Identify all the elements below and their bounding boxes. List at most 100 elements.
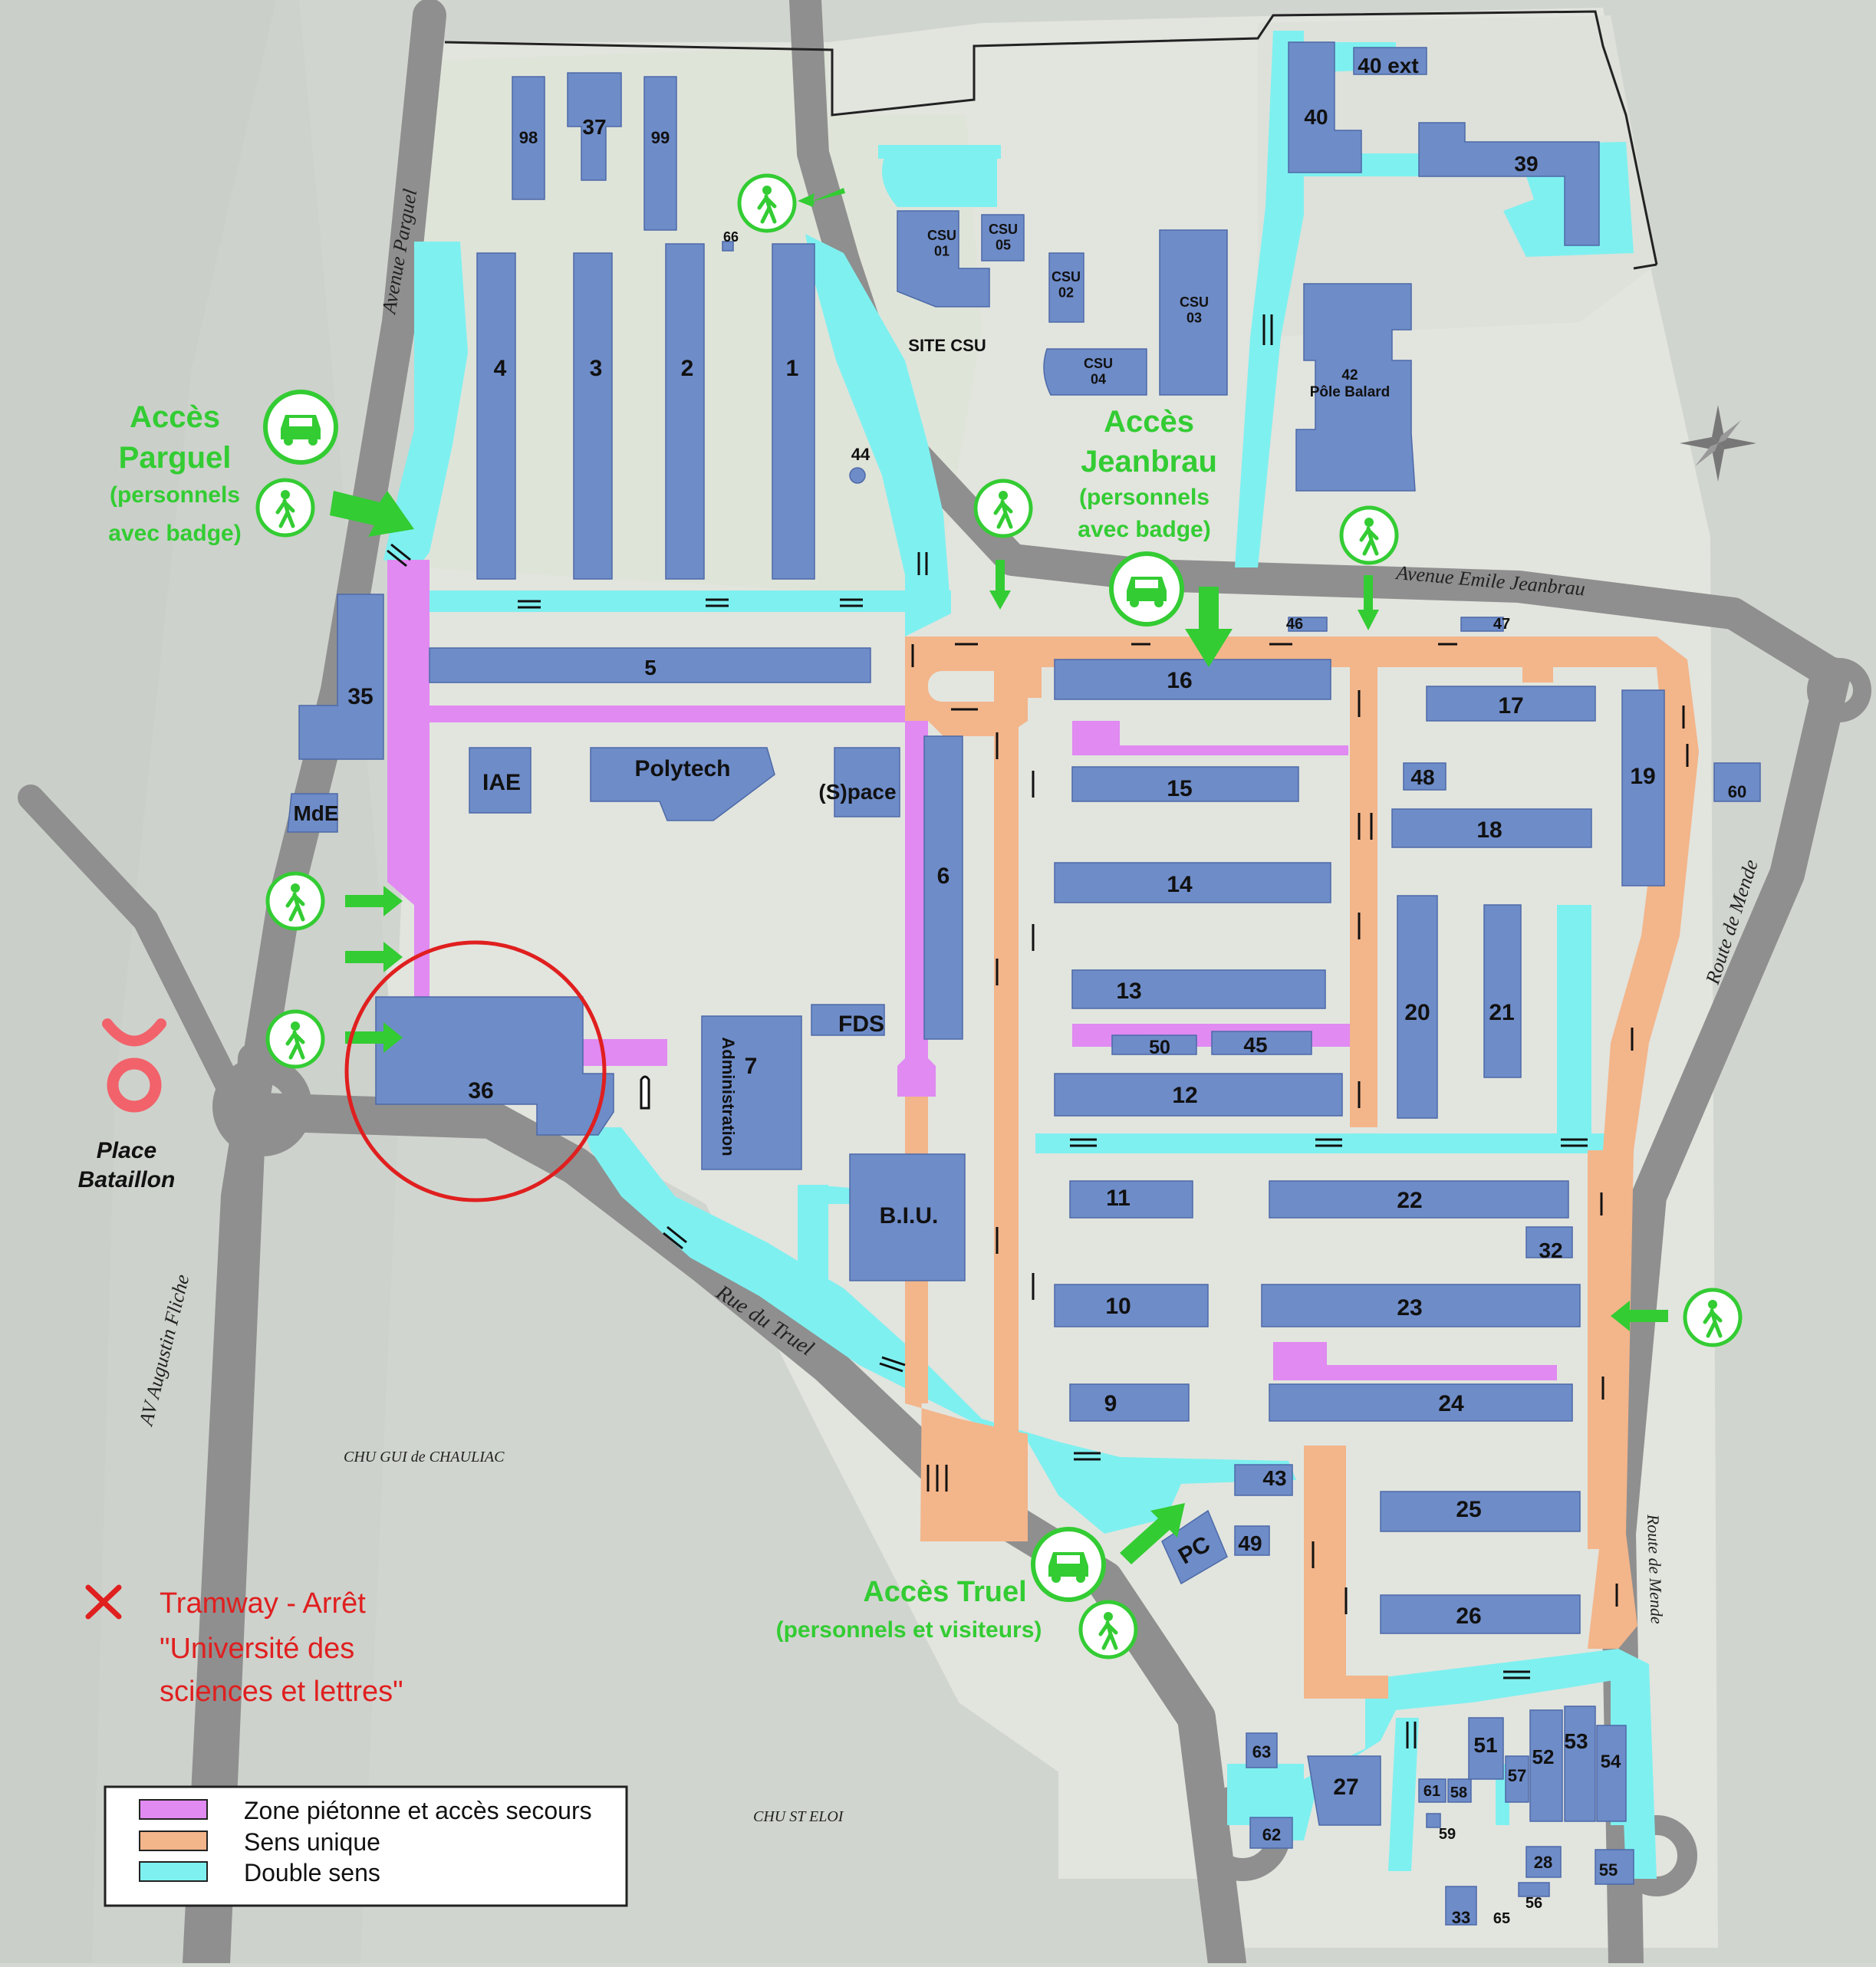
building-18 <box>1391 808 1592 848</box>
legend-label-pedestrian: Zone piétonne et accès secours <box>244 1797 592 1824</box>
label-58: 58 <box>1450 1784 1467 1801</box>
label-23: 23 <box>1397 1295 1422 1321</box>
building-58 <box>1447 1778 1472 1803</box>
building-iae <box>469 747 532 814</box>
car-icon <box>1031 1527 1106 1602</box>
building-11 <box>1069 1180 1193 1219</box>
highlight-circle <box>344 940 607 1202</box>
label-66: 66 <box>723 229 739 245</box>
car-icon <box>263 390 338 465</box>
pedestrian-icon <box>265 871 325 931</box>
label-13: 13 <box>1116 979 1141 1004</box>
building-49 <box>1234 1525 1270 1556</box>
legend-swatch-one-way <box>139 1830 208 1851</box>
label-51: 51 <box>1473 1733 1497 1757</box>
access-labels: Accès Parguel (personnels avec badge) Ac… <box>108 400 1217 1643</box>
arrow-icon <box>1185 629 1233 667</box>
building-20 <box>1397 895 1438 1119</box>
label-54: 54 <box>1601 1752 1621 1772</box>
building-32 <box>1525 1226 1573 1258</box>
building-57 <box>1505 1755 1529 1803</box>
arrow-icon <box>330 491 414 537</box>
pedestrian-icon <box>1339 505 1399 565</box>
parguel-sub-1: (personnels <box>110 482 240 508</box>
arrow-icon <box>1074 1452 1101 1461</box>
building-39 <box>1418 122 1600 246</box>
building-44 <box>849 467 866 484</box>
label-22: 22 <box>1397 1188 1422 1213</box>
label-53: 53 <box>1564 1729 1588 1753</box>
building-48 <box>1403 762 1446 791</box>
label-15: 15 <box>1167 776 1192 801</box>
label-18: 18 <box>1476 817 1502 843</box>
buildings <box>287 41 1761 1926</box>
truel-sub: (personnels et visiteurs) <box>776 1617 1042 1643</box>
arrow-icon <box>879 1356 906 1373</box>
legend-label-two-way: Double sens <box>244 1859 380 1886</box>
label-63: 63 <box>1252 1742 1271 1761</box>
building-pc <box>1161 1509 1228 1585</box>
label-1: 1 <box>786 356 799 381</box>
building-biu <box>849 1153 966 1281</box>
label-11: 11 <box>1106 1186 1131 1211</box>
rue-du-truel-road <box>242 1093 1246 1967</box>
building-54 <box>1596 1725 1627 1822</box>
place-bataillon-line2: Bataillon <box>78 1167 176 1192</box>
label-4: 4 <box>494 356 507 381</box>
label-45: 45 <box>1243 1033 1267 1057</box>
building-17 <box>1426 686 1596 722</box>
label-61: 61 <box>1423 1783 1440 1800</box>
arrow-icon <box>345 1022 403 1053</box>
legend-label-one-way: Sens unique <box>244 1828 380 1856</box>
building-19 <box>1621 689 1665 886</box>
label-3: 3 <box>590 356 603 381</box>
building-csu02 <box>1048 252 1084 323</box>
label-59: 59 <box>1439 1826 1456 1843</box>
label-administration: Administration <box>719 1037 738 1156</box>
label-fds: FDS <box>838 1011 884 1037</box>
building-mde <box>287 793 338 833</box>
building-53 <box>1564 1706 1596 1822</box>
label-24: 24 <box>1438 1391 1464 1416</box>
arrow-icon <box>1503 1670 1530 1679</box>
pedestrian-icon <box>255 478 315 538</box>
label-polytech: Polytech <box>634 756 730 781</box>
label-chu-gui: CHU GUI de CHAULIAC <box>344 1449 505 1465</box>
arrow-icon <box>518 600 541 609</box>
building-15 <box>1071 766 1299 802</box>
building-21 <box>1483 904 1522 1078</box>
label-49: 49 <box>1238 1531 1262 1555</box>
building-27 <box>1307 1755 1381 1826</box>
arrow-icon <box>1120 1503 1185 1564</box>
label-21: 21 <box>1489 1000 1514 1025</box>
building-14 <box>1054 862 1331 903</box>
parguel-title-1: Accès <box>130 400 220 434</box>
x-mark-icon <box>85 1584 122 1620</box>
legend-swatch-pedestrian <box>139 1799 208 1820</box>
building-52 <box>1529 1709 1563 1822</box>
building-60 <box>1713 762 1761 802</box>
arrow-icon <box>1070 1138 1097 1147</box>
arrow-icon <box>345 886 403 916</box>
arrow-icon <box>1561 1138 1588 1147</box>
building-35 <box>298 594 384 760</box>
pedestrian-icon <box>1683 1288 1743 1347</box>
label-50: 50 <box>1149 1037 1170 1058</box>
building-csu04 <box>1043 348 1147 396</box>
arrow-icon <box>1611 1301 1668 1331</box>
building-12 <box>1054 1073 1343 1117</box>
building-61 <box>1418 1778 1446 1803</box>
arrow-icon <box>989 590 1011 610</box>
building-40 <box>1288 41 1362 173</box>
building-62 <box>1249 1817 1293 1849</box>
label-26: 26 <box>1456 1604 1481 1629</box>
label-iae: IAE <box>482 770 521 795</box>
label-mde: MdE <box>293 801 338 825</box>
building-26 <box>1380 1594 1581 1634</box>
label-56: 56 <box>1525 1895 1542 1912</box>
